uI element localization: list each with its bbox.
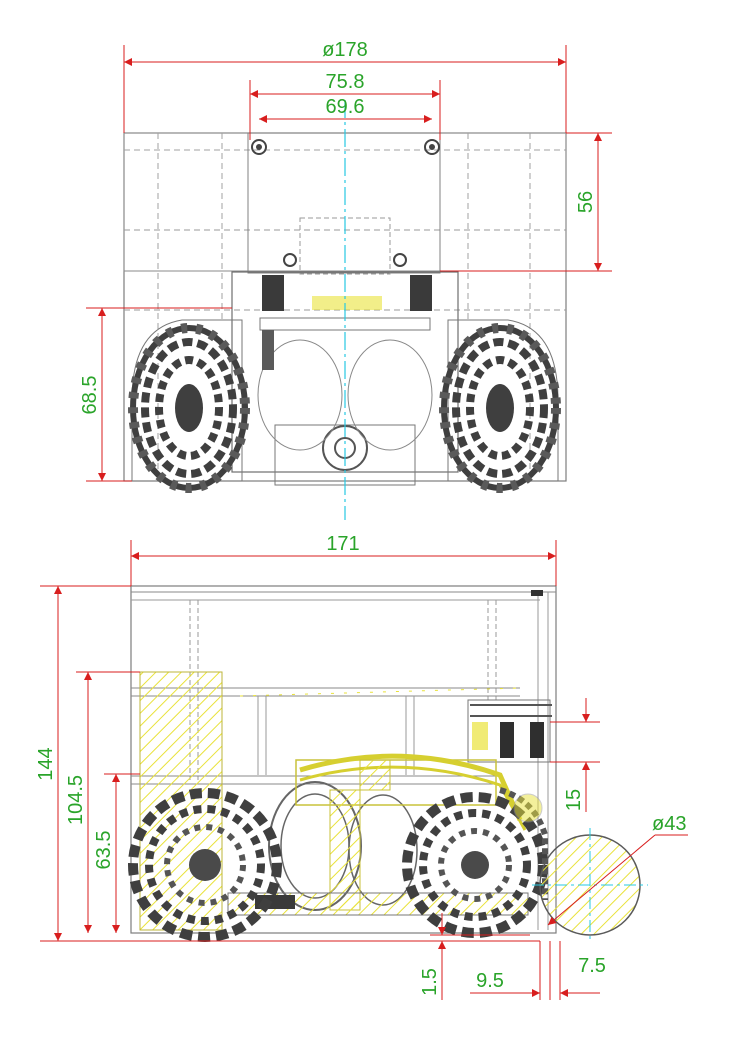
dim-width-total: ø178 [123, 39, 567, 133]
dim-height-total-label: 144 [35, 747, 57, 780]
dim-ball-diameter: ø43 [547, 813, 688, 926]
top-view: ø178 75.8 69.6 56 68.5 [79, 39, 612, 520]
dim-offset-right-label: 7.5 [578, 955, 606, 977]
dim-ground-gap: 1.5 [419, 913, 530, 1000]
dim-height-total: 144 [35, 585, 540, 942]
dim-height-mid-label: 104.5 [65, 775, 87, 825]
dim-bracket-height-label: 15 [563, 789, 585, 811]
top-wheel-left [128, 323, 250, 493]
dim-bracket-height: 15 [550, 698, 600, 812]
dim-length-total-label: 171 [326, 533, 359, 555]
side-wheel-right [402, 792, 548, 938]
dim-outer-span: 75.8 [249, 71, 441, 140]
dim-height-low-label: 63.5 [93, 831, 115, 870]
side-ball-caster [532, 828, 648, 942]
dim-top-height: 56 [440, 132, 612, 272]
dim-offset-right: 7.5 [559, 941, 606, 1000]
dim-ball-diameter-label: ø43 [652, 813, 686, 835]
dim-inner-span-label: 69.6 [326, 96, 365, 118]
dim-wheel-height: 68.5 [79, 307, 232, 482]
side-frame-outline [130, 585, 557, 934]
side-bracket [467, 699, 551, 763]
dim-length-total: 171 [130, 533, 557, 586]
dim-ground-gap-label: 1.5 [419, 968, 441, 996]
dim-wheel-height-label: 68.5 [79, 376, 101, 415]
dim-offset-left: 9.5 [470, 941, 551, 1000]
dim-height-mid: 104.5 [65, 671, 140, 933]
top-screw-right [424, 139, 440, 155]
top-wheel-right [439, 323, 561, 493]
side-wheel-left [128, 788, 282, 942]
dim-inner-span: 69.6 [259, 96, 432, 123]
top-center-frame [247, 132, 441, 274]
dim-offset-left-label: 9.5 [476, 970, 504, 992]
dim-top-height-label: 56 [575, 191, 597, 213]
dim-outer-span-label: 75.8 [326, 71, 365, 93]
dim-width-total-label: ø178 [322, 39, 368, 61]
top-screw-left [251, 139, 267, 155]
side-view: 171 144 104.5 63.5 15 ø43 [35, 533, 688, 1000]
dim-height-low: 63.5 [93, 773, 140, 933]
